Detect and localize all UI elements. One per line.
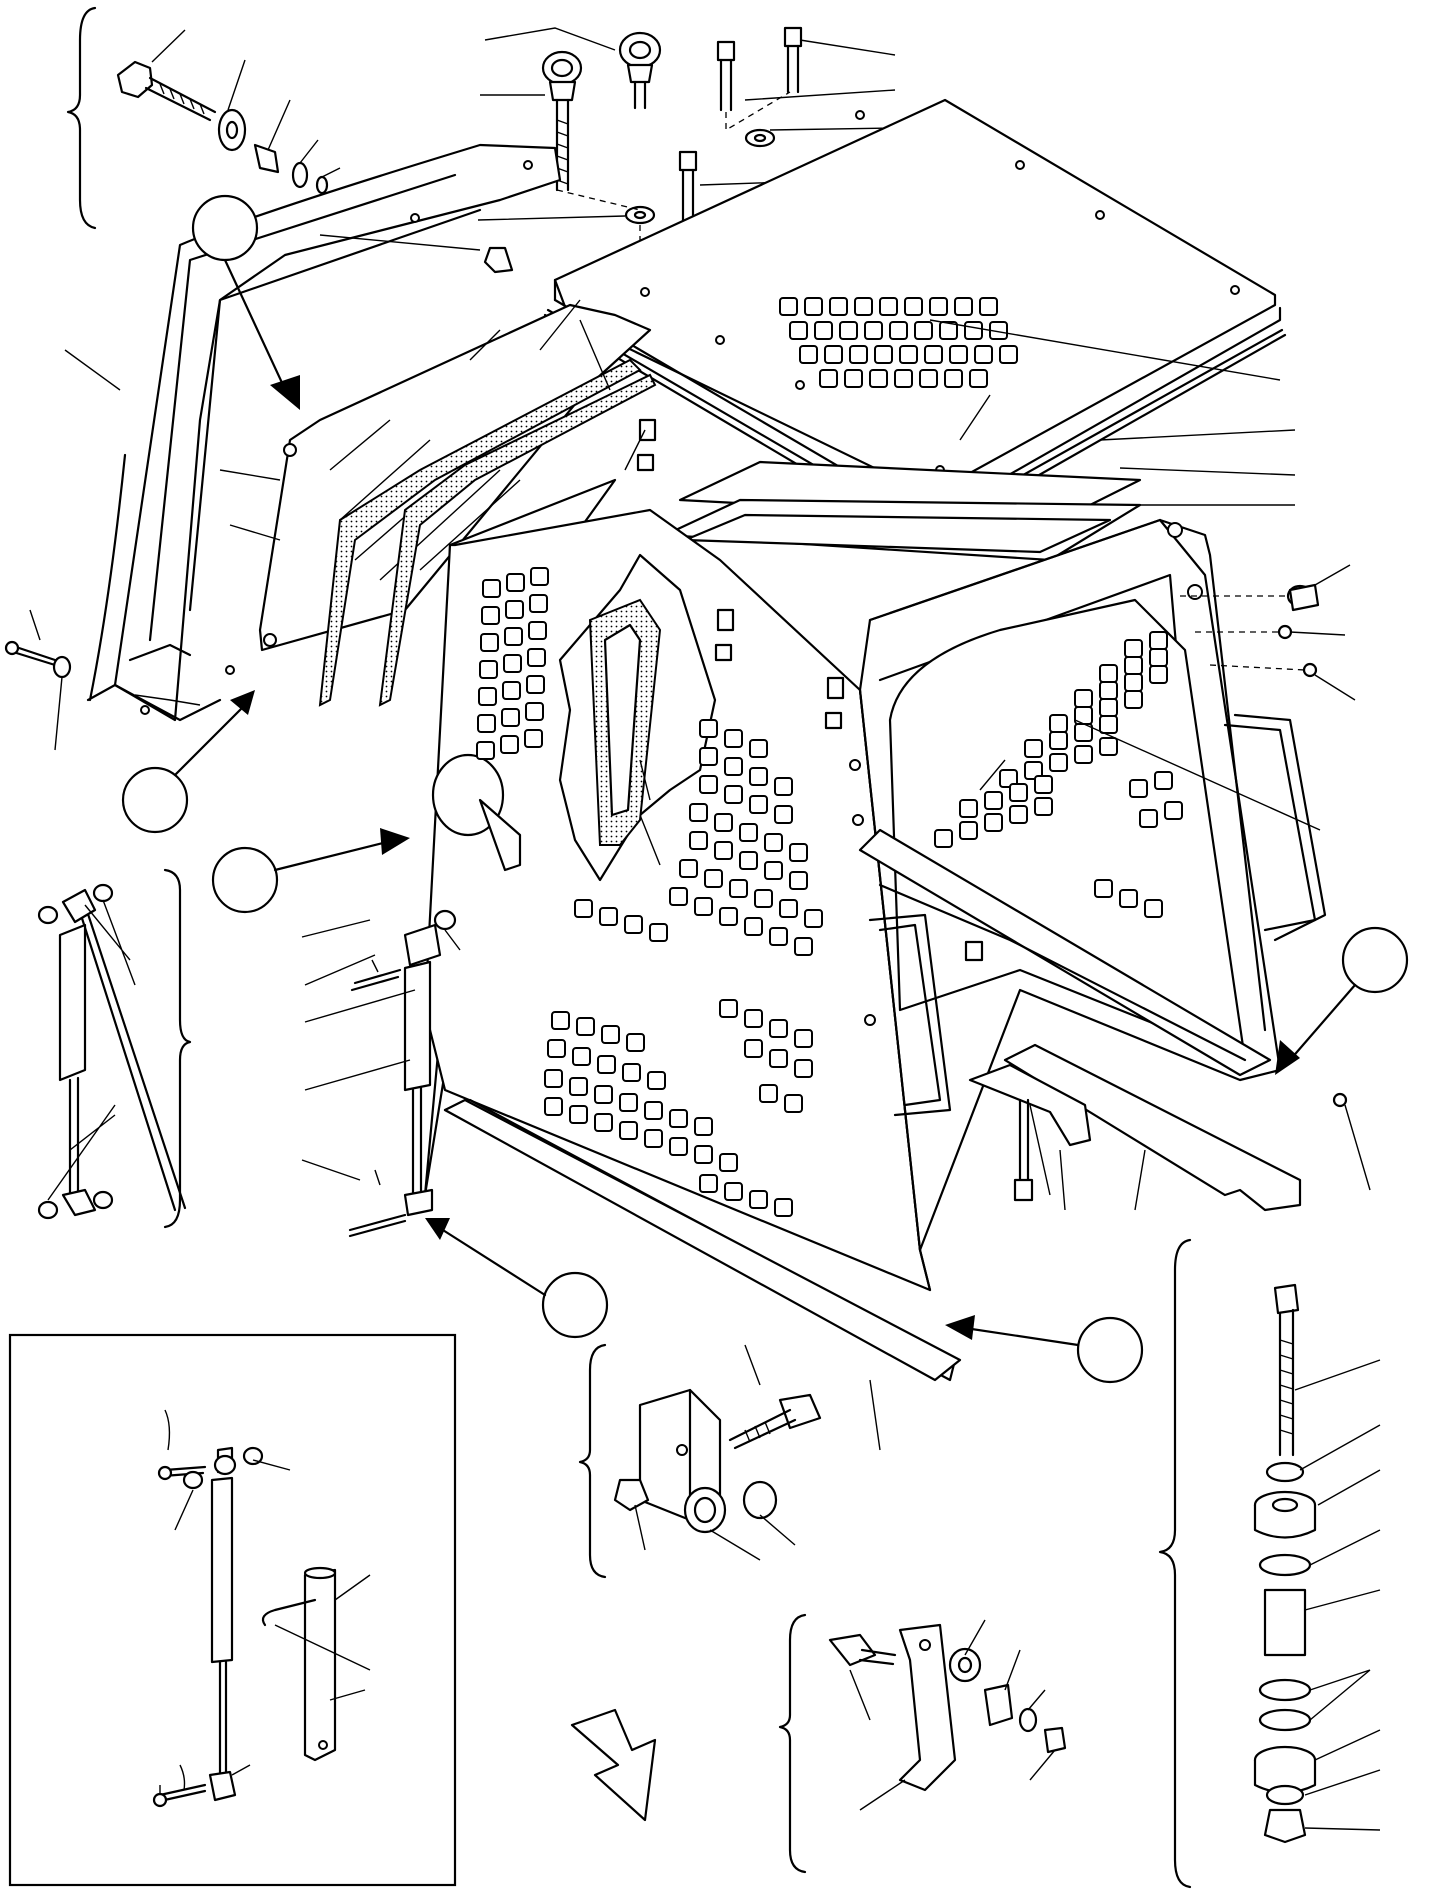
left-bracket bbox=[163, 868, 192, 1229]
spacers bbox=[483, 246, 984, 962]
roof-seal-plates bbox=[663, 460, 1142, 562]
lower-mount-bracket bbox=[578, 1343, 881, 1579]
isolator-stack bbox=[1158, 1238, 1381, 1889]
screw-and-washer-left bbox=[4, 609, 201, 751]
gas-spring-center bbox=[301, 909, 461, 1238]
right-lower-rail bbox=[968, 1043, 1302, 1212]
handrail-right bbox=[1223, 713, 1327, 942]
arrow-direction-icon bbox=[570, 1708, 657, 1822]
callout-b bbox=[121, 766, 189, 834]
handrail-left bbox=[868, 913, 952, 1117]
plugs-right bbox=[1180, 564, 1371, 1191]
callout-f bbox=[1076, 1316, 1144, 1384]
door-seal-inner bbox=[318, 358, 657, 707]
callout-a bbox=[191, 194, 259, 262]
cab-viewport bbox=[431, 553, 717, 882]
callout-c bbox=[211, 846, 279, 914]
callout-d bbox=[1341, 926, 1409, 994]
leader-lines bbox=[64, 234, 1321, 866]
inset-panel bbox=[8, 1333, 457, 1887]
knob-bolt-assembly bbox=[66, 6, 341, 230]
cab-body bbox=[423, 478, 1282, 1382]
lower-bracket-2 bbox=[778, 1613, 1067, 1874]
callout-e bbox=[541, 1271, 609, 1339]
gas-spring-left bbox=[37, 883, 187, 1220]
callout-balloons bbox=[121, 194, 1409, 1384]
